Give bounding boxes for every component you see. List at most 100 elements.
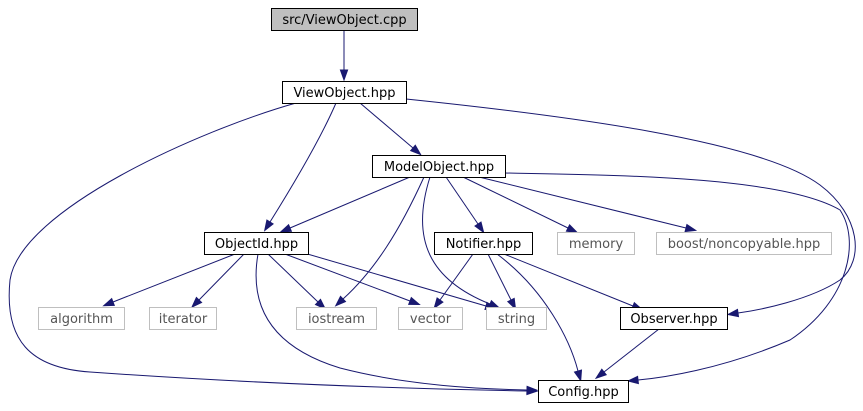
arrow-head — [526, 385, 539, 395]
edge-line — [478, 176, 687, 229]
node-label: memory — [569, 237, 624, 252]
arrow-head — [684, 223, 698, 233]
edge-object_id_hpp-to-config_hpp — [255, 253, 539, 395]
arrow-head — [334, 295, 347, 307]
node-label: ObjectId.hpp — [215, 237, 298, 252]
node-label: string — [498, 312, 535, 327]
arrow-head — [409, 144, 422, 156]
node-box — [434, 232, 533, 255]
edge-line — [462, 176, 569, 229]
node-memory: memory — [557, 232, 635, 255]
edge-model_object_hpp-to-iostream — [334, 176, 425, 307]
arrow-head — [190, 296, 203, 309]
node-label: ViewObject.hpp — [293, 86, 395, 101]
edge-line — [303, 252, 487, 307]
edge-line — [267, 253, 319, 303]
arrow-head — [573, 369, 583, 383]
node-notifier-hpp[interactable]: Notifier.hpp — [434, 232, 533, 255]
arrow-head — [726, 308, 740, 318]
edge-view_object_hpp-to-observer_hpp — [405, 98, 856, 318]
node-label: algorithm — [50, 312, 113, 327]
edge-line — [359, 102, 414, 149]
node-box — [538, 380, 629, 403]
edge-line — [284, 253, 411, 302]
node-label: Notifier.hpp — [446, 237, 522, 252]
arrow-head — [263, 219, 274, 232]
edge-view_object_cpp-to-view_object_hpp — [339, 30, 349, 82]
node-box — [282, 81, 407, 104]
edge-view_object_hpp-to-object_id_hpp — [263, 102, 337, 232]
node-label: ModelObject.hpp — [384, 160, 494, 175]
arrow-head — [314, 298, 327, 310]
node-box — [271, 8, 418, 31]
edge-object_id_hpp-to-iostream — [267, 253, 327, 310]
arrow-head — [279, 223, 293, 233]
node-label: iterator — [159, 312, 208, 327]
node-box — [372, 155, 506, 178]
edge-line — [255, 253, 528, 391]
node-box — [149, 307, 217, 330]
edge-model_object_hpp-to-config_hpp — [504, 172, 850, 385]
edge-line — [503, 253, 634, 307]
edge-notifier_hpp-to-config_hpp — [496, 253, 583, 383]
node-string: string — [486, 307, 547, 330]
arrow-head — [594, 368, 608, 380]
edge-line — [504, 172, 850, 381]
node-config-hpp[interactable]: Config.hpp — [538, 380, 629, 403]
node-iterator: iterator — [149, 307, 217, 330]
node-model-object-hpp[interactable]: ModelObject.hpp — [372, 155, 506, 178]
edge-view_object_hpp-to-model_object_hpp — [359, 102, 422, 156]
node-box — [656, 232, 832, 255]
edge-object_id_hpp-to-iterator — [190, 253, 245, 309]
arrow-head — [433, 297, 444, 310]
arrow-head — [626, 375, 639, 385]
edge-line — [405, 98, 856, 314]
edge-object_id_hpp-to-string — [303, 252, 498, 311]
node-label: Observer.hpp — [630, 312, 717, 327]
node-view-object-cpp[interactable]: src/ViewObject.cpp — [271, 8, 418, 31]
edge-line — [496, 253, 579, 372]
node-box — [557, 232, 635, 255]
edge-line — [439, 253, 474, 301]
edge-line — [342, 176, 425, 300]
edge-notifier_hpp-to-vector — [433, 253, 474, 310]
edge-notifier_hpp-to-observer_hpp — [503, 253, 644, 311]
node-view-object-hpp[interactable]: ViewObject.hpp — [282, 81, 407, 104]
edge-object_id_hpp-to-algorithm — [102, 253, 236, 307]
node-box — [296, 307, 377, 330]
node-box — [38, 307, 125, 330]
node-label: src/ViewObject.cpp — [282, 13, 406, 28]
edge-line — [112, 253, 236, 303]
edge-object_id_hpp-to-vector — [284, 253, 421, 306]
edge-model_object_hpp-to-memory — [462, 176, 579, 234]
node-box — [398, 307, 463, 330]
node-vector: vector — [398, 307, 463, 330]
node-object-id-hpp[interactable]: ObjectId.hpp — [204, 232, 309, 255]
edge-model_object_hpp-to-object_id_hpp — [279, 176, 411, 233]
node-iostream: iostream — [296, 307, 377, 330]
arrow-head — [506, 297, 517, 311]
nodes: src/ViewObject.cppViewObject.hppModelObj… — [38, 8, 832, 403]
arrow-head — [102, 297, 116, 307]
edge-line — [422, 176, 491, 305]
edge-notifier_hpp-to-string — [487, 253, 517, 311]
edge-observer_hpp-to-config_hpp — [594, 328, 660, 380]
node-label: iostream — [308, 312, 365, 327]
arrow-head — [565, 223, 579, 234]
node-algorithm: algorithm — [38, 307, 125, 330]
arrow-head — [339, 69, 349, 82]
node-box — [620, 307, 728, 330]
edge-line — [8, 102, 528, 392]
edge-line — [198, 253, 245, 301]
node-observer-hpp[interactable]: Observer.hpp — [620, 307, 728, 330]
edge-line — [269, 102, 337, 223]
node-label: boost/noncopyable.hpp — [668, 237, 821, 252]
edge-model_object_hpp-to-notifier_hpp — [445, 176, 485, 234]
node-label: vector — [410, 312, 452, 327]
node-box — [204, 232, 309, 255]
edge-line — [445, 176, 479, 225]
edge-model_object_hpp-to-boost_noncopyable — [478, 176, 698, 233]
edge-line — [603, 328, 660, 373]
edge-line — [487, 253, 512, 301]
